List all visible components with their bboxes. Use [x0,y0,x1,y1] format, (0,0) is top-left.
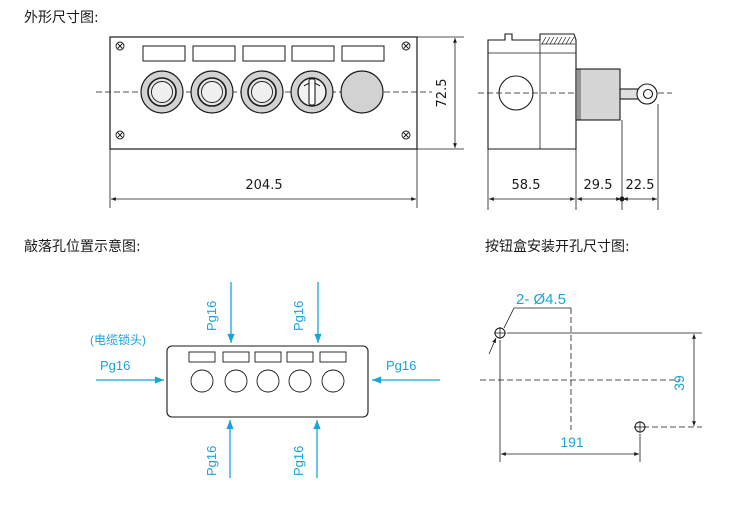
key-dimension-label: 22.5 [626,178,655,193]
knockout-label-plates [188,351,347,363]
front-dimensions [109,36,464,208]
push-button-3 [240,70,284,114]
vertical-spacing-label: 39 [671,375,687,391]
side-view [478,33,672,150]
pg-label-top-right: Pg16 [291,301,306,331]
push-button-1 [140,70,184,114]
heading-outline: 外形尺寸图: [24,10,99,26]
heading-knockout: 敲落孔位置示意图: [24,238,141,255]
corner-screw-icon [115,41,411,140]
pg-label-bottom-right: Pg16 [291,446,306,476]
width-dimension-label: 204.5 [245,178,282,193]
side-dimensions [487,104,659,210]
horizontal-spacing-label: 191 [560,434,584,450]
selector-switch-icon [290,70,334,114]
dimension-node [619,196,625,202]
label-plates [142,45,385,62]
height-dimension-label: 72.5 [435,79,450,108]
cable-lock-note: (电缆锁头) [90,332,146,347]
pg-label-left: Pg16 [100,358,130,373]
pg-label-bottom-left: Pg16 [204,446,219,476]
push-button-2 [190,70,234,114]
entry-arrows [96,282,440,478]
blank-plate-icon [340,70,384,114]
knockout-holes [190,369,345,393]
heading-mounting: 按钮盒安装开孔尺寸图: [485,238,630,255]
pg-label-top-left: Pg16 [204,301,219,331]
knockout-view [166,345,369,418]
depth-dimension-label: 58.5 [512,178,541,193]
actuator-dimension-label: 29.5 [584,178,613,193]
knockout-enclosure [166,345,369,418]
pg-label-right: Pg16 [386,358,416,373]
enclosure-outline [109,36,418,150]
mounting-view [480,307,702,462]
hole-diameter-label: 2- Ø4.5 [516,291,566,308]
